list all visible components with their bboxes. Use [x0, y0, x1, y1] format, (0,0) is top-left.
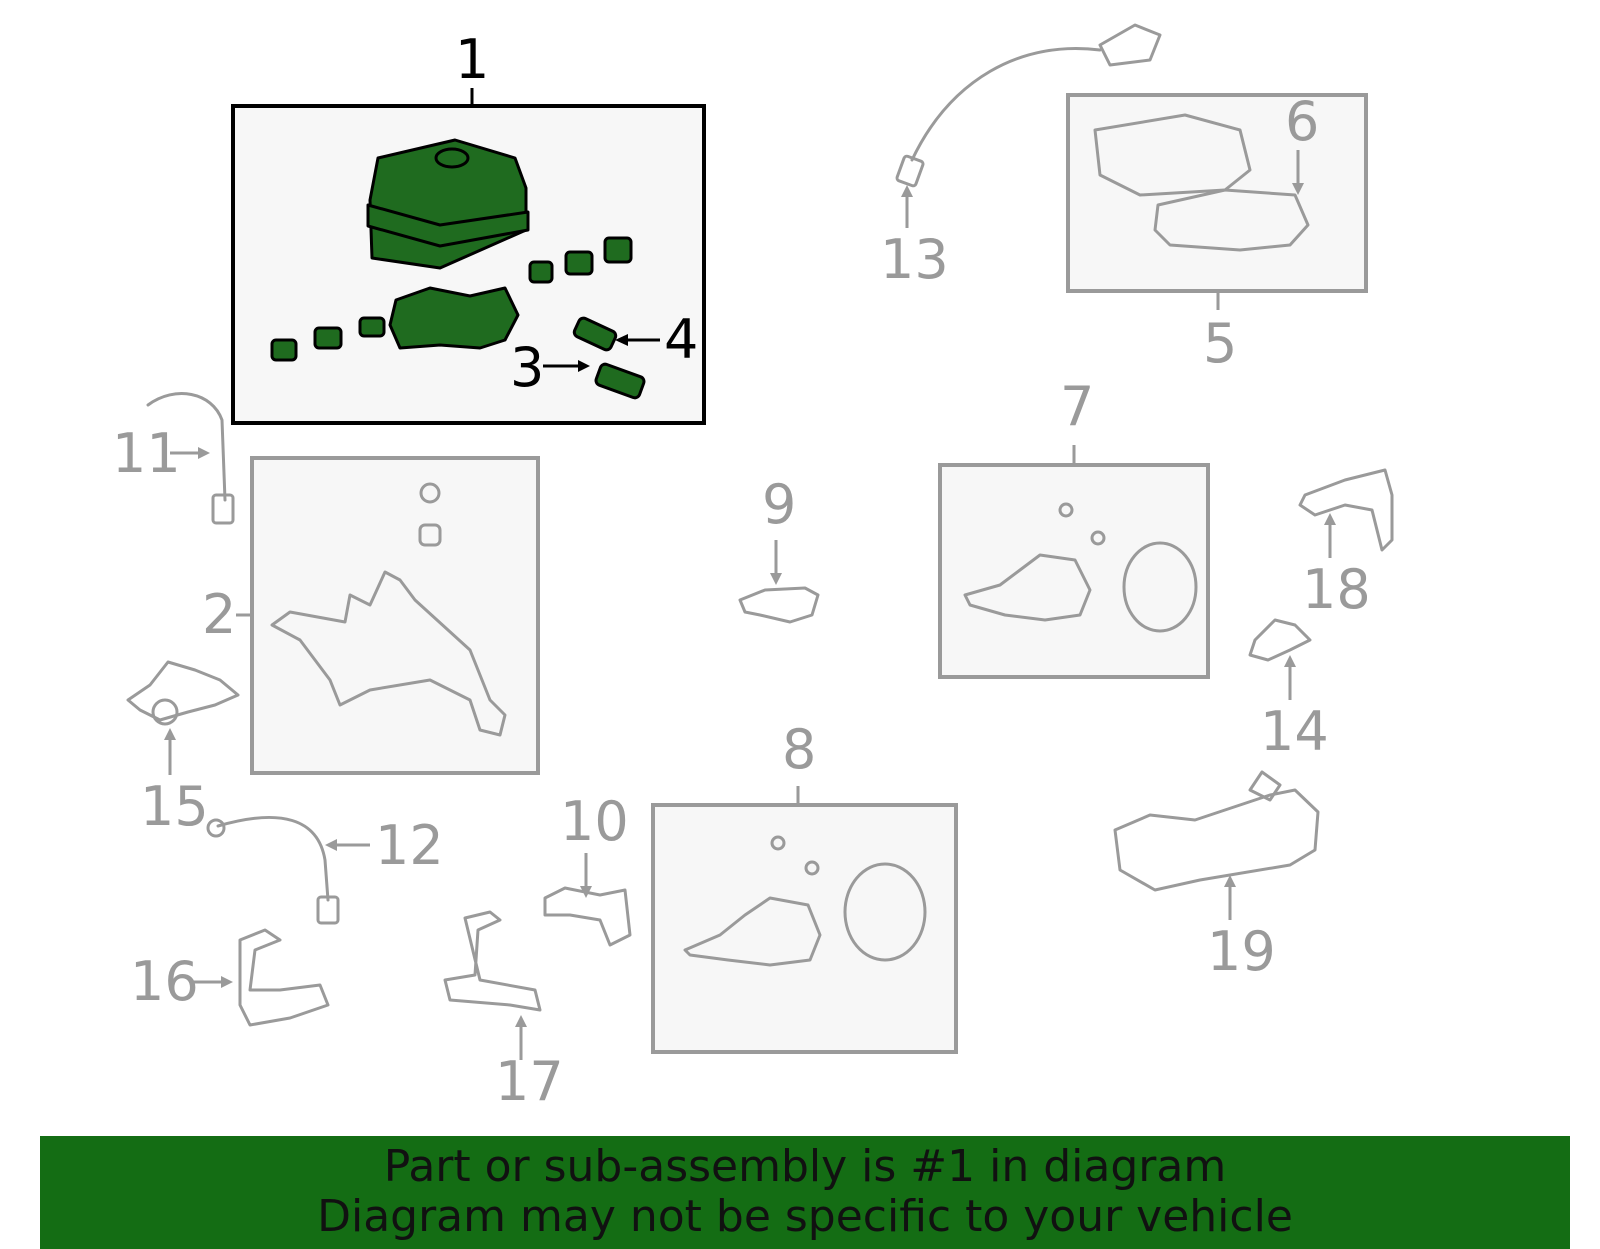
callout-11: 11: [112, 422, 181, 485]
actuator-5: [1093, 113, 1252, 197]
part-4-switch: [572, 316, 618, 352]
callout-6: 6: [1285, 90, 1319, 153]
brake-hose-13: [910, 47, 1102, 162]
brake-hose-11: [146, 392, 227, 502]
part-5-group[interactable]: 6 5: [1066, 90, 1368, 375]
callout-3: 3: [510, 336, 544, 399]
fitting-c: [358, 316, 386, 338]
callout-7: 7: [1060, 375, 1094, 438]
fitting-f: [603, 236, 633, 264]
callout-13: 13: [880, 228, 949, 291]
part-14-group[interactable]: 14: [1248, 618, 1329, 763]
fitting-d: [528, 260, 554, 284]
bracket-6: [1153, 188, 1310, 252]
part-8-group[interactable]: 8: [651, 718, 958, 1054]
sensor-18: [1298, 468, 1394, 552]
part-15-group[interactable]: 15: [126, 660, 240, 838]
callout-16: 16: [130, 950, 199, 1013]
booster-master-8: [683, 896, 822, 967]
reservoir-cap: [434, 147, 470, 169]
bracket-14: [1248, 618, 1312, 662]
part-7-group[interactable]: 7: [938, 375, 1210, 679]
fitting-b: [313, 326, 343, 350]
sensor-17: [443, 910, 542, 1012]
part-16-group[interactable]: 16: [130, 928, 330, 1027]
callout-18: 18: [1302, 558, 1371, 621]
part-2-box: [250, 456, 540, 775]
mounting-bracket: [270, 570, 507, 737]
callout-4: 4: [664, 308, 698, 371]
callout-5: 5: [1203, 312, 1237, 375]
part-19-group[interactable]: 19: [1113, 770, 1320, 983]
part-18-group[interactable]: 18: [1298, 468, 1394, 621]
accumulator-19: [1113, 788, 1320, 892]
booster-7: [1122, 541, 1198, 633]
callout-15: 15: [140, 775, 209, 838]
fitting-a: [270, 338, 298, 362]
part-12-hose-group[interactable]: 12: [206, 814, 444, 925]
callout-10: 10: [560, 790, 629, 853]
bracket-15: [126, 660, 240, 722]
part-3-sensor: [594, 362, 646, 400]
part-8-box: [651, 803, 958, 1054]
callout-17: 17: [495, 1050, 564, 1113]
callout-2: 2: [202, 583, 236, 646]
part-17-group[interactable]: 17: [443, 910, 564, 1113]
callout-9: 9: [762, 473, 796, 536]
callout-19: 19: [1207, 920, 1276, 983]
part-7-box: [938, 463, 1210, 679]
brake-hose-12: [216, 815, 330, 902]
part-1-master-cylinder-group[interactable]: 1 4 3: [231, 28, 706, 425]
part-9-group[interactable]: 9: [738, 473, 820, 624]
info-banner: Part or sub-assembly is #1 in diagram Di…: [40, 1136, 1570, 1249]
banner-line-1: Part or sub-assembly is #1 in diagram: [383, 1141, 1227, 1192]
fitting-e: [564, 250, 594, 276]
part-2-bracket-group[interactable]: 2: [202, 456, 540, 775]
part-11-hose-group[interactable]: 11: [112, 392, 235, 525]
booster-8: [843, 862, 927, 962]
master-cylinder-body: [388, 286, 520, 350]
callout-12: 12: [375, 814, 444, 877]
banner-line-2: Diagram may not be specific to your vehi…: [317, 1191, 1293, 1242]
callout-8: 8: [782, 718, 816, 781]
callout-1: 1: [455, 28, 489, 91]
sensor-16: [238, 928, 330, 1027]
reservoir-band: [366, 203, 530, 248]
booster-master-7: [963, 553, 1092, 622]
part-13-hose-group[interactable]: 13: [880, 23, 1162, 291]
part-10-group[interactable]: 10: [543, 790, 632, 947]
callout-14: 14: [1260, 700, 1329, 763]
bracket-9: [738, 586, 820, 624]
bracket-10: [543, 886, 632, 947]
